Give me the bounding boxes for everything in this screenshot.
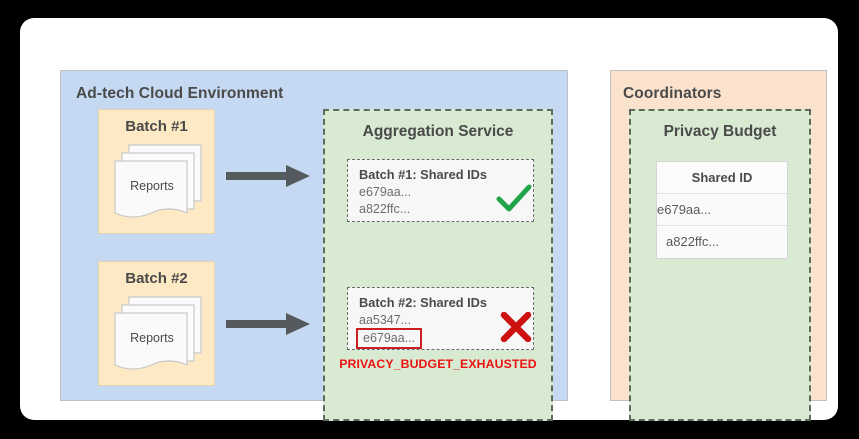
coordinators-panel: Coordinators Privacy Budget Shared ID e6…: [610, 70, 827, 421]
batch-2-label: Batch #2: [125, 270, 188, 287]
arrow-batch1-to-aggregation: [226, 165, 310, 187]
privacy-budget-table: Shared ID e679aa... a822ffc...: [656, 161, 788, 259]
batch-1-shared-ids-card: Batch #1: Shared IDs e679aa... a822ffc..…: [347, 159, 534, 222]
batch-1-box: Batch #1 Reports: [98, 109, 215, 234]
batch-1-shared-id-1: e679aa...: [359, 185, 412, 199]
batch-1-label: Batch #1: [125, 118, 188, 135]
batch-2-reports-label: Reports: [130, 331, 174, 345]
batch-2-box: Batch #2 Reports: [98, 261, 215, 386]
batch-1-shared-id-2: a822ffc...: [359, 202, 411, 216]
batch-1-reports-label: Reports: [130, 179, 174, 193]
documents-icon: [114, 144, 202, 218]
privacy-budget-row-highlighted: e679aa...: [657, 202, 712, 217]
privacy-budget-title: Privacy Budget: [663, 123, 777, 140]
diagram-canvas: Ad-tech Cloud Environment Batch #1 Repor…: [20, 18, 838, 421]
x-icon: [500, 312, 532, 342]
batch-2-shared-ids-card: Batch #2: Shared IDs aa5347... e679aa...: [347, 287, 534, 350]
table-row: a822ffc...: [657, 226, 787, 258]
privacy-budget-zone: Privacy Budget Shared ID e679aa... a822f…: [629, 109, 811, 421]
privacy-budget-table-header: Shared ID: [657, 162, 787, 194]
privacy-budget-error-text: PRIVACY_BUDGET_EXHAUSTED: [339, 357, 537, 371]
coordinators-panel-title: Coordinators: [623, 85, 722, 102]
batch-2-flagged-shared-id: e679aa...: [356, 328, 423, 349]
aggregation-service-zone: Aggregation Service Batch #1: Shared IDs…: [323, 109, 553, 421]
adtech-panel-title: Ad-tech Cloud Environment: [76, 85, 284, 102]
batch-2-reports-stack: Reports: [113, 295, 205, 375]
aggregation-service-title: Aggregation Service: [362, 123, 514, 140]
batch-2-shared-id-1: aa5347...: [359, 313, 412, 327]
check-icon: [496, 184, 532, 212]
batch-1-reports-stack: Reports: [113, 143, 205, 223]
table-row: e679aa...: [657, 194, 787, 226]
batch-2-shared-ids-heading: Batch #2: Shared IDs: [359, 295, 488, 310]
arrow-batch2-to-aggregation: [226, 313, 310, 335]
batch-1-shared-ids-heading: Batch #1: Shared IDs: [359, 167, 488, 182]
adtech-cloud-environment-panel: Ad-tech Cloud Environment Batch #1 Repor…: [60, 70, 568, 421]
documents-icon: [114, 296, 202, 370]
